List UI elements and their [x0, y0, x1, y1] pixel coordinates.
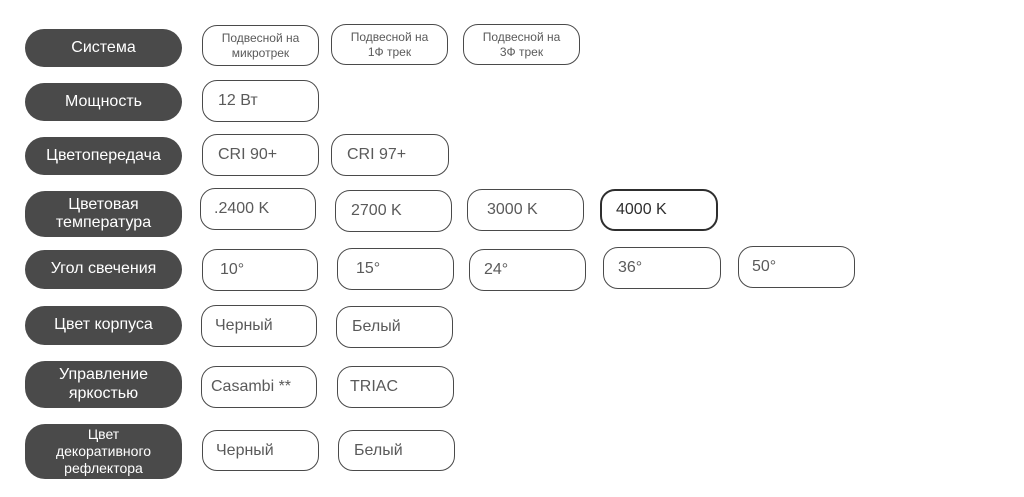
option-label: 10° — [220, 261, 245, 278]
option-cri-90[interactable]: CRI 90+ — [202, 134, 319, 176]
option-angle-36[interactable]: 36° — [603, 247, 721, 289]
option-dimming-casambi[interactable]: Casambi ** — [201, 366, 317, 408]
option-label: Подвесной на 1Ф трек — [350, 30, 429, 59]
option-reflector-white[interactable]: Белый — [338, 430, 455, 471]
option-dimming-triac[interactable]: TRIAC — [337, 366, 454, 408]
option-label: 12 Вт — [218, 92, 258, 109]
option-power-12w[interactable]: 12 Вт — [202, 80, 319, 122]
option-cct-4000[interactable]: 4000 K — [600, 189, 718, 231]
option-cct-2700[interactable]: 2700 K — [335, 190, 452, 232]
row-label-system: Система — [25, 29, 182, 67]
row-label-text: Угол свечения — [50, 260, 157, 278]
option-label: CRI 90+ — [218, 146, 278, 163]
option-system-3ph-track[interactable]: Подвесной на 3Ф трек — [463, 24, 580, 65]
row-label-text: Управление яркостью — [59, 366, 148, 402]
option-label: Белый — [354, 441, 403, 459]
option-label: 3000 K — [487, 201, 538, 218]
option-label: 4000 K — [616, 201, 667, 218]
option-angle-24[interactable]: 24° — [469, 249, 586, 291]
option-cct-3000[interactable]: 3000 K — [467, 189, 584, 231]
row-label-power: Мощность — [25, 83, 182, 121]
option-label: Подвесной на микротрек — [221, 31, 300, 60]
option-label: TRIAC — [350, 378, 398, 395]
option-label: Черный — [215, 317, 273, 334]
option-angle-15[interactable]: 15° — [337, 248, 454, 290]
row-label-text: Цветовая температура — [55, 195, 152, 231]
row-label-reflector-color: Цвет декоративного рефлектора — [25, 424, 182, 479]
row-label-text: Система — [71, 38, 136, 56]
row-label-text: Цветопередача — [46, 146, 161, 164]
option-cri-97[interactable]: CRI 97+ — [331, 134, 449, 176]
option-label: Подвесной на 3Ф трек — [482, 30, 561, 59]
option-cct-2400[interactable]: .2400 K — [200, 188, 316, 230]
row-label-dimming-control: Управление яркостью — [25, 361, 182, 408]
option-reflector-black[interactable]: Черный — [202, 430, 319, 471]
option-label: Черный — [216, 441, 274, 459]
row-label-beam-angle: Угол свечения — [25, 250, 182, 289]
option-angle-10[interactable]: 10° — [202, 249, 318, 291]
row-label-text: Цвет декоративного рефлектора — [55, 426, 152, 476]
option-housing-black[interactable]: Черный — [201, 305, 317, 347]
option-housing-white[interactable]: Белый — [336, 306, 453, 348]
row-label-text: Мощность — [65, 92, 142, 110]
row-label-color-temperature: Цветовая температура — [25, 191, 182, 237]
option-label: CRI 97+ — [347, 146, 407, 163]
option-label: 50° — [752, 258, 777, 275]
option-label: 36° — [618, 259, 643, 276]
option-label: Casambi ** — [211, 378, 292, 395]
option-label: 24° — [484, 261, 509, 278]
option-system-1ph-track[interactable]: Подвесной на 1Ф трек — [331, 24, 448, 65]
row-label-cri: Цветопередача — [25, 137, 182, 175]
option-label: 15° — [356, 260, 381, 277]
option-label: .2400 K — [214, 200, 270, 217]
option-label: 2700 K — [351, 202, 402, 219]
option-angle-50[interactable]: 50° — [738, 246, 855, 288]
row-label-housing-color: Цвет корпуса — [25, 306, 182, 345]
option-system-microtrack[interactable]: Подвесной на микротрек — [202, 25, 319, 66]
row-label-text: Цвет корпуса — [54, 316, 153, 334]
option-label: Белый — [352, 318, 401, 335]
